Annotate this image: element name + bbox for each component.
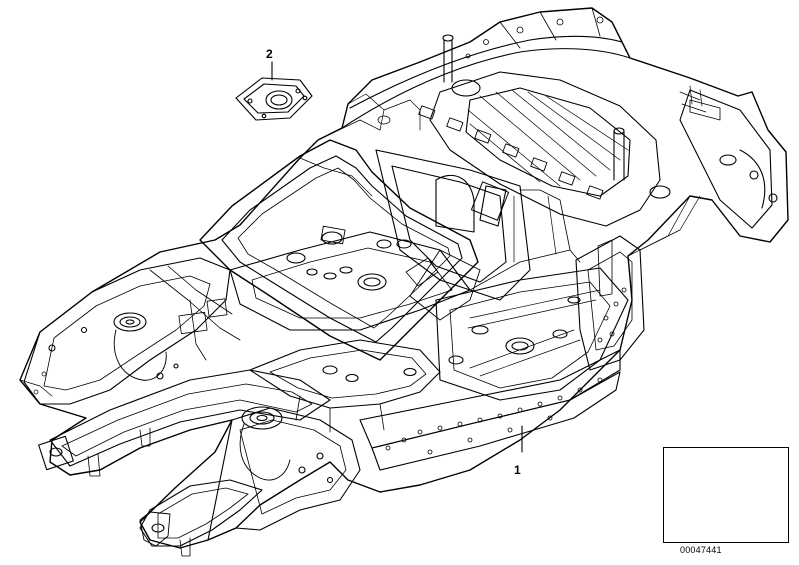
gasket-plate-part bbox=[235, 77, 313, 121]
thumbnail-frame bbox=[663, 447, 789, 543]
callout-label-1: 1 bbox=[514, 463, 521, 477]
document-number: 00047441 bbox=[680, 545, 722, 555]
body-in-white-part bbox=[19, 7, 789, 557]
callout-label-2: 2 bbox=[266, 47, 273, 61]
